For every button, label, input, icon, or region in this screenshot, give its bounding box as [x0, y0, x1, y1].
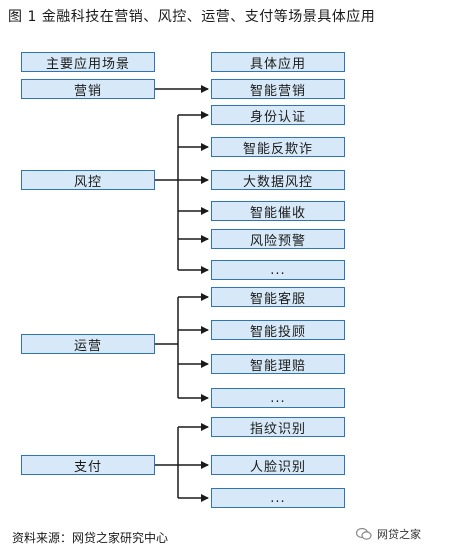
- app-fingerprint-recognition: 指纹识别: [211, 417, 345, 437]
- scenario-operations: 运营: [21, 334, 155, 354]
- app-smart-collection: 智能催收: [211, 201, 345, 221]
- app-smart-customer-service: 智能客服: [211, 287, 345, 307]
- app-smart-claims: 智能理赔: [211, 354, 345, 374]
- app-bigdata-risk-control: 大数据风控: [211, 170, 345, 190]
- app-risk-warning: 风险预警: [211, 229, 345, 249]
- watermark-label: 网贷之家: [377, 528, 421, 541]
- app-smart-advisor: 智能投顾: [211, 320, 345, 340]
- app-face-recognition: 人脸识别: [211, 455, 345, 475]
- watermark: 网贷之家: [355, 526, 421, 542]
- scenario-risk-control: 风控: [21, 170, 155, 190]
- wechat-icon: [355, 527, 372, 541]
- app-smart-antifraud: 智能反欺诈: [211, 137, 345, 157]
- app-risk-more: ...: [211, 260, 345, 280]
- figure-title: 图 1 金融科技在营销、风控、运营、支付等场景具体应用: [8, 9, 376, 25]
- app-ops-more: ...: [211, 388, 345, 408]
- app-smart-marketing: 智能营销: [211, 79, 345, 99]
- scenario-marketing: 营销: [21, 79, 155, 99]
- header-specific-applications: 具体应用: [211, 52, 345, 72]
- source-note: 资料来源：网贷之家研究中心: [12, 531, 169, 545]
- app-pay-more: ...: [211, 488, 345, 508]
- scenario-payment: 支付: [21, 455, 155, 475]
- header-main-scenarios: 主要应用场景: [21, 52, 155, 72]
- app-identity-verification: 身份认证: [211, 105, 345, 125]
